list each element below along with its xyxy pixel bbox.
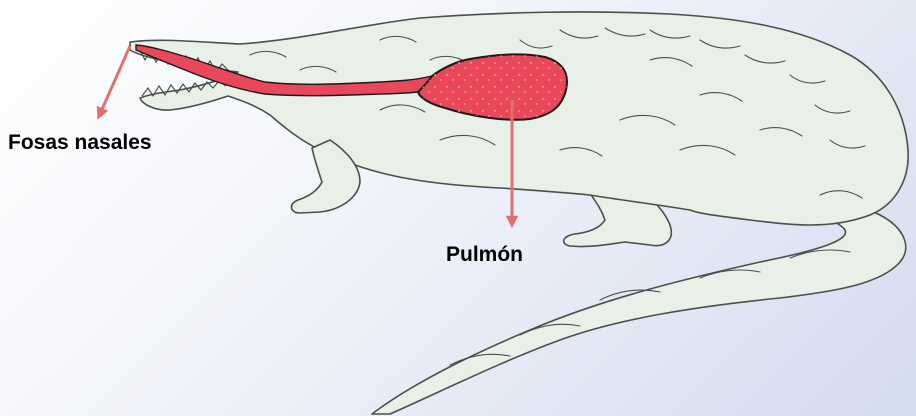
nostrils-label: Fosas nasales: [8, 132, 152, 153]
nostrils-pointer-arrow: [100, 46, 130, 114]
lung-label: Pulmón: [446, 244, 523, 265]
